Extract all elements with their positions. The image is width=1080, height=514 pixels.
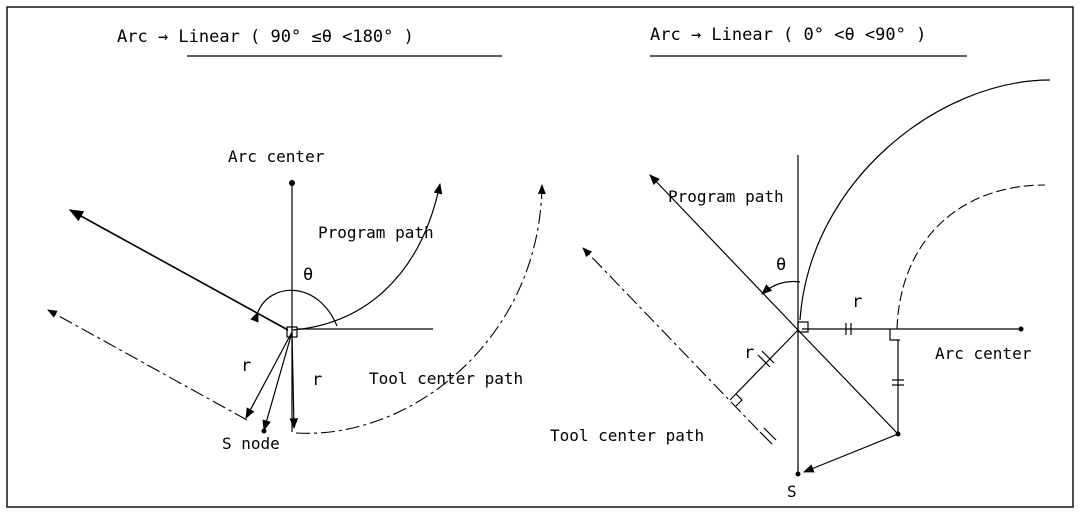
right-program-path-label: Program path [668,187,784,206]
right-corner-mark-2 [889,329,900,341]
left-program-line [68,209,289,331]
left-r-arrow-1 [245,331,293,419]
left-program-path-label: Program path [318,223,434,242]
right-tick-r2 [761,350,775,364]
right-s-dot [795,471,801,477]
right-tool-center-arc [896,184,1046,330]
left-theta-label: θ [303,265,313,285]
left-r-arrow-3 [289,331,299,430]
left-s-node-label: S node [222,434,280,453]
left-tool-center-line [47,309,248,421]
left-r2-label: r [312,370,322,390]
diagram-border [6,6,1074,508]
right-perpendicular-r [729,329,799,401]
left-program-arc [291,182,443,331]
right-corner-square [797,321,809,333]
right-s-label: S [787,482,797,501]
right-arc-center-label: Arc center [935,344,1032,363]
right-tool-center-path-label: Tool center path [550,426,704,445]
left-theta-arc [250,289,338,327]
left-title: Arc → Linear ( 90° ≤θ <180° ) [117,27,414,47]
right-tick-d1 [759,431,773,445]
right-diagram: Arc → Linear ( 0° <θ <90° ) Arc center P… [550,25,1051,501]
right-tick-r1 [757,354,771,368]
left-tool-center-arc [295,184,546,434]
right-tick-d2 [763,427,777,441]
right-r-top-label: r [852,292,862,312]
left-s-node-dot [261,428,267,434]
right-tool-center-line [582,247,759,431]
right-program-arc [799,79,1051,321]
left-r-arrow-2 [262,331,293,432]
left-r1-label: r [241,356,251,376]
right-theta-arc [761,280,801,295]
right-arc-center-dot [1018,326,1024,332]
right-title: Arc → Linear ( 0° <θ <90° ) [650,25,926,45]
right-arrow-to-s [802,433,899,473]
right-theta-label: θ [776,255,786,275]
right-r-side-label: r [744,343,754,363]
left-diagram: Arc → Linear ( 90° ≤θ <180° ) Arc center… [47,27,546,453]
right-perp-mark [735,393,743,407]
right-program-line [649,174,799,331]
left-tool-center-path-label: Tool center path [369,369,523,388]
right-diagonal-line [797,329,899,435]
left-arc-center-label: Arc center [228,147,325,166]
